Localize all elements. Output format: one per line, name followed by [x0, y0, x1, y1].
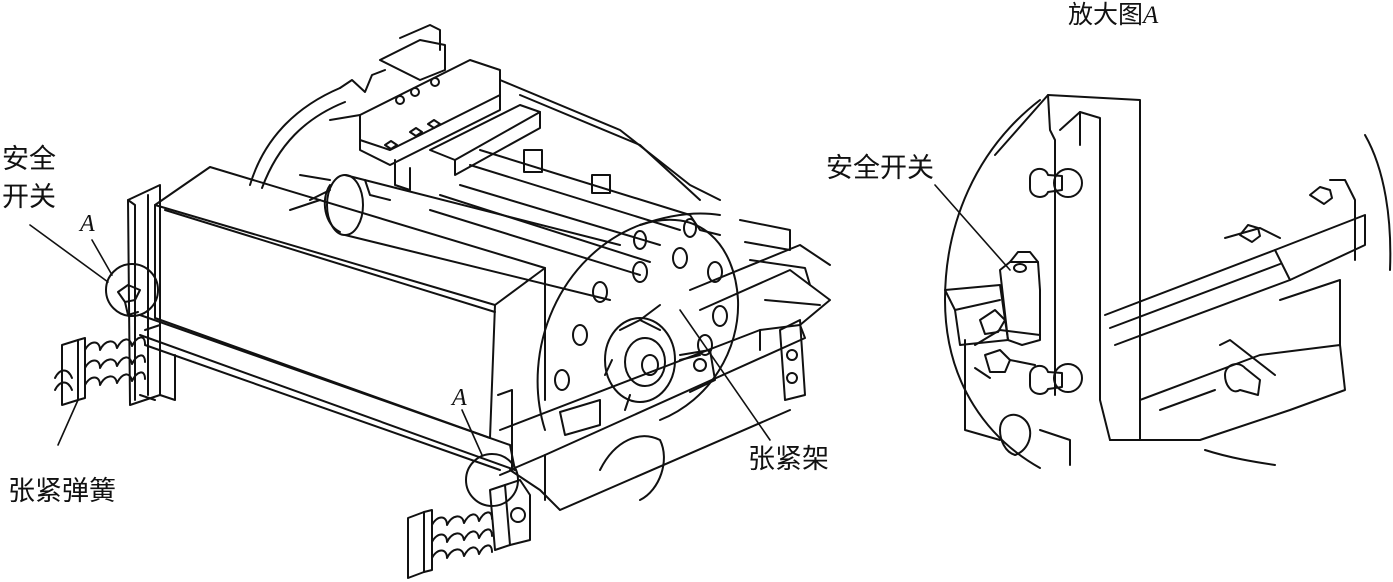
zoom-title: 放大图A [1068, 2, 1158, 28]
label-marker-a-lower: A [452, 385, 467, 411]
label-tension-spring: 张紧弹簧 [8, 476, 116, 507]
left-tension-spring [54, 324, 161, 406]
label-safety-switch-left-line2: 开关 [2, 182, 56, 213]
zoom-title-prefix: 放大图 [1068, 0, 1144, 29]
lower-tension-spring [407, 389, 531, 579]
zoom-view-a [934, 94, 1392, 469]
main-assembly [29, 24, 831, 579]
left-safety-switch [105, 263, 159, 317]
label-marker-a-upper: A [80, 211, 95, 237]
label-tension-frame: 张紧架 [748, 444, 829, 475]
leader-lines [29, 224, 771, 456]
leader-tension-spring [57, 399, 79, 446]
leader-safety-switch-zoom [934, 184, 1011, 271]
tension-frame-disk [536, 212, 740, 431]
leader-marker-a-lower [461, 409, 483, 456]
leader-marker-a-upper [91, 239, 113, 276]
box-cover [154, 166, 546, 439]
leader-tension-frame [679, 309, 771, 441]
back-housing-arc [249, 87, 341, 186]
label-safety-switch-zoom: 安全开关 [826, 153, 934, 184]
zoom-title-letter: A [1143, 2, 1159, 29]
zoom-circle [944, 99, 1041, 469]
tension-roller [289, 174, 621, 301]
side-rails [139, 219, 831, 511]
label-safety-switch-left-line1: 安全 [2, 144, 56, 175]
leader-safety-switch-left [29, 224, 109, 283]
upper-frame [329, 24, 721, 276]
